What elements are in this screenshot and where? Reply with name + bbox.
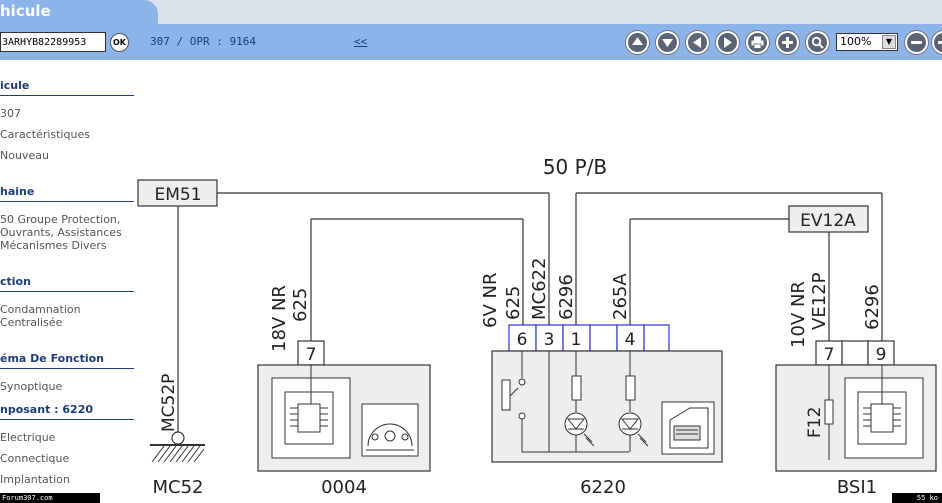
em51-box — [137, 179, 218, 207]
footer-watermark: Forum307.com — [0, 493, 100, 503]
sidebar-item-groupe-protection[interactable]: 50 Groupe Protection, Ouvrants, Assistan… — [0, 213, 122, 252]
zoom-in-icon[interactable] — [932, 31, 942, 54]
ev12a-box — [788, 205, 869, 233]
zoom-out-icon[interactable] — [905, 31, 928, 54]
vehicle-info: 307 / OPR : 9164 — [150, 35, 256, 48]
arrow-right-icon[interactable] — [716, 31, 739, 54]
print-icon[interactable] — [746, 31, 769, 54]
zoom-select[interactable]: 100% ▼ — [836, 33, 898, 51]
bsi-pin-3: 9 — [876, 345, 887, 365]
arrow-up-icon[interactable] — [626, 31, 649, 54]
bsi-fuse-label: F12 — [805, 407, 825, 438]
section-fonction: ction — [0, 275, 134, 292]
wiring-diagram: EM51 EV12A 50 P/B MC52P MC52 18V NR 625 … — [137, 155, 937, 498]
sidebar-item-implantation[interactable]: Implantation — [0, 473, 70, 486]
tab-vehicule[interactable]: hicule — [0, 0, 158, 24]
add-icon[interactable] — [776, 31, 799, 54]
c6220-wire-265a: 265A — [610, 273, 631, 320]
bsi-pin-1: 7 — [824, 345, 835, 365]
sidebar-item-connectique[interactable]: Connectique — [0, 452, 70, 465]
c6220-pin-5: 4 — [625, 330, 636, 350]
bsi-connector-label: 10V NR — [788, 281, 809, 348]
section-composant: nposant : 6220 — [0, 403, 134, 420]
c6220-wire-mc622: MC622 — [529, 258, 550, 320]
c0004-chip-icon — [271, 365, 351, 459]
c6220-internals — [501, 351, 649, 453]
ev12a-label: EV12A — [800, 211, 856, 231]
arrow-left-icon[interactable] — [686, 31, 709, 54]
sidebar-item-condamnation[interactable]: Condamnation Centralisée — [0, 303, 81, 329]
section-chaine: haine — [0, 185, 134, 202]
bsi-wire-ve12p: VE12P — [809, 272, 830, 330]
bsi-label: BSI1 — [837, 477, 877, 498]
magnifier-icon[interactable] — [806, 31, 829, 54]
c6220-pin-2: 3 — [544, 330, 555, 350]
c6220-door-lock-icon — [661, 401, 715, 455]
bsi-internals — [824, 365, 924, 460]
c0004-wire-label: 625 — [290, 288, 311, 322]
sidebar-item-nouveau[interactable]: Nouveau — [0, 149, 49, 162]
footer-size: 55 ko — [892, 493, 942, 503]
ok-button[interactable]: OK — [110, 33, 129, 52]
c6220-pin-1: 6 — [517, 330, 528, 350]
c6220-pin-3: 1 — [571, 330, 582, 350]
c6220-wire-6296: 6296 — [556, 274, 577, 320]
c6220-connector-label: 6V NR — [480, 273, 501, 328]
bsi-pin-strip — [815, 340, 895, 366]
section-vehicule: icule — [0, 79, 134, 96]
tab-strip: hicule — [0, 0, 942, 24]
mc52p-wire-label: MC52P — [159, 374, 179, 432]
sidebar-item-electrique[interactable]: Electrique — [0, 431, 56, 444]
c6220-pin-strip — [508, 324, 670, 352]
tab-label: hicule — [0, 2, 51, 20]
toolbar: OK 307 / OPR : 9164 << 100% ▼ — [0, 24, 942, 60]
c0004-pin-box — [297, 340, 325, 366]
diagram-title: 50 P/B — [543, 155, 607, 179]
section-schema: éma De Fonction — [0, 352, 134, 369]
c0004-connector-label: 18V NR — [269, 285, 290, 352]
em51-label: EM51 — [154, 185, 201, 205]
ground-point — [171, 431, 185, 445]
sidebar-item-caracteristiques[interactable]: Caractéristiques — [0, 128, 90, 141]
chevron-down-icon: ▼ — [882, 35, 896, 49]
c0004-label: 0004 — [321, 477, 367, 498]
c6220-wire-625: 625 — [503, 286, 524, 320]
mc52-label: MC52 — [152, 477, 203, 498]
zoom-value: 100% — [840, 35, 872, 48]
arrow-down-icon[interactable] — [656, 31, 679, 54]
sidebar: icule 307 Caractéristiques Nouveau haine… — [0, 60, 134, 503]
ground-hatch — [151, 445, 205, 463]
sidebar-item-synoptique[interactable]: Synoptique — [0, 380, 63, 393]
back-link[interactable]: << — [354, 35, 368, 48]
c0004-pin: 7 — [306, 345, 317, 365]
c6220-label: 6220 — [580, 477, 626, 498]
bsi-wire-6296: 6296 — [862, 284, 883, 330]
c0004-dashboard-icon — [361, 403, 419, 457]
vin-input[interactable] — [0, 32, 106, 52]
sidebar-item-307[interactable]: 307 — [0, 107, 21, 120]
